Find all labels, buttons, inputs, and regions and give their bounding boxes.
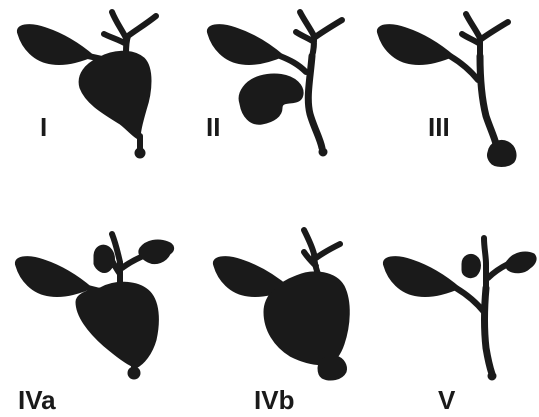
bile-duct <box>480 56 496 144</box>
gallbladder <box>207 25 284 65</box>
panel-label: IVb <box>254 385 294 415</box>
intrahepatic-cyst-right <box>505 252 536 273</box>
gallbladder <box>383 257 460 297</box>
panel-label: I <box>40 112 47 142</box>
cystic-duct <box>456 288 484 312</box>
gallbladder <box>17 25 94 65</box>
ampulla <box>488 372 496 380</box>
intrahepatic-ducts <box>110 234 148 284</box>
intrahepatic-ducts <box>304 230 340 274</box>
panel-type-1: I <box>17 12 156 158</box>
extrahepatic-cyst <box>76 282 158 368</box>
panel-label: IVa <box>18 385 56 415</box>
panel-type-2: II <box>206 12 342 156</box>
choledochocele <box>318 356 347 380</box>
cystic-duct <box>450 56 478 80</box>
intrahepatic-ducts <box>104 12 156 54</box>
cystic-duct <box>280 56 306 72</box>
intrahepatic-ducts <box>462 14 508 58</box>
diverticulum <box>239 74 303 124</box>
ampulla <box>128 367 140 379</box>
panel-type-5: V <box>383 238 536 415</box>
panel-label: III <box>428 112 450 142</box>
choledochocele <box>487 140 516 166</box>
bile-duct <box>485 288 493 374</box>
intrahepatic-cyst-left <box>94 245 115 272</box>
panel-type-3: III <box>377 14 516 167</box>
ampulla <box>135 148 145 158</box>
bile-duct <box>308 56 322 148</box>
panel-label: V <box>438 385 456 415</box>
ampulla <box>319 148 327 156</box>
intrahepatic-cyst-right <box>139 240 174 264</box>
panel-type-4b: IVb <box>213 230 349 415</box>
intrahepatic-ducts <box>484 238 508 288</box>
panel-label: II <box>206 112 220 142</box>
intrahepatic-cyst-left <box>462 254 481 277</box>
gallbladder <box>377 25 454 65</box>
fusiform-cyst <box>79 51 151 140</box>
intrahepatic-ducts <box>296 12 342 56</box>
panel-type-4a: IVa <box>15 234 173 415</box>
gallbladder <box>15 257 92 297</box>
